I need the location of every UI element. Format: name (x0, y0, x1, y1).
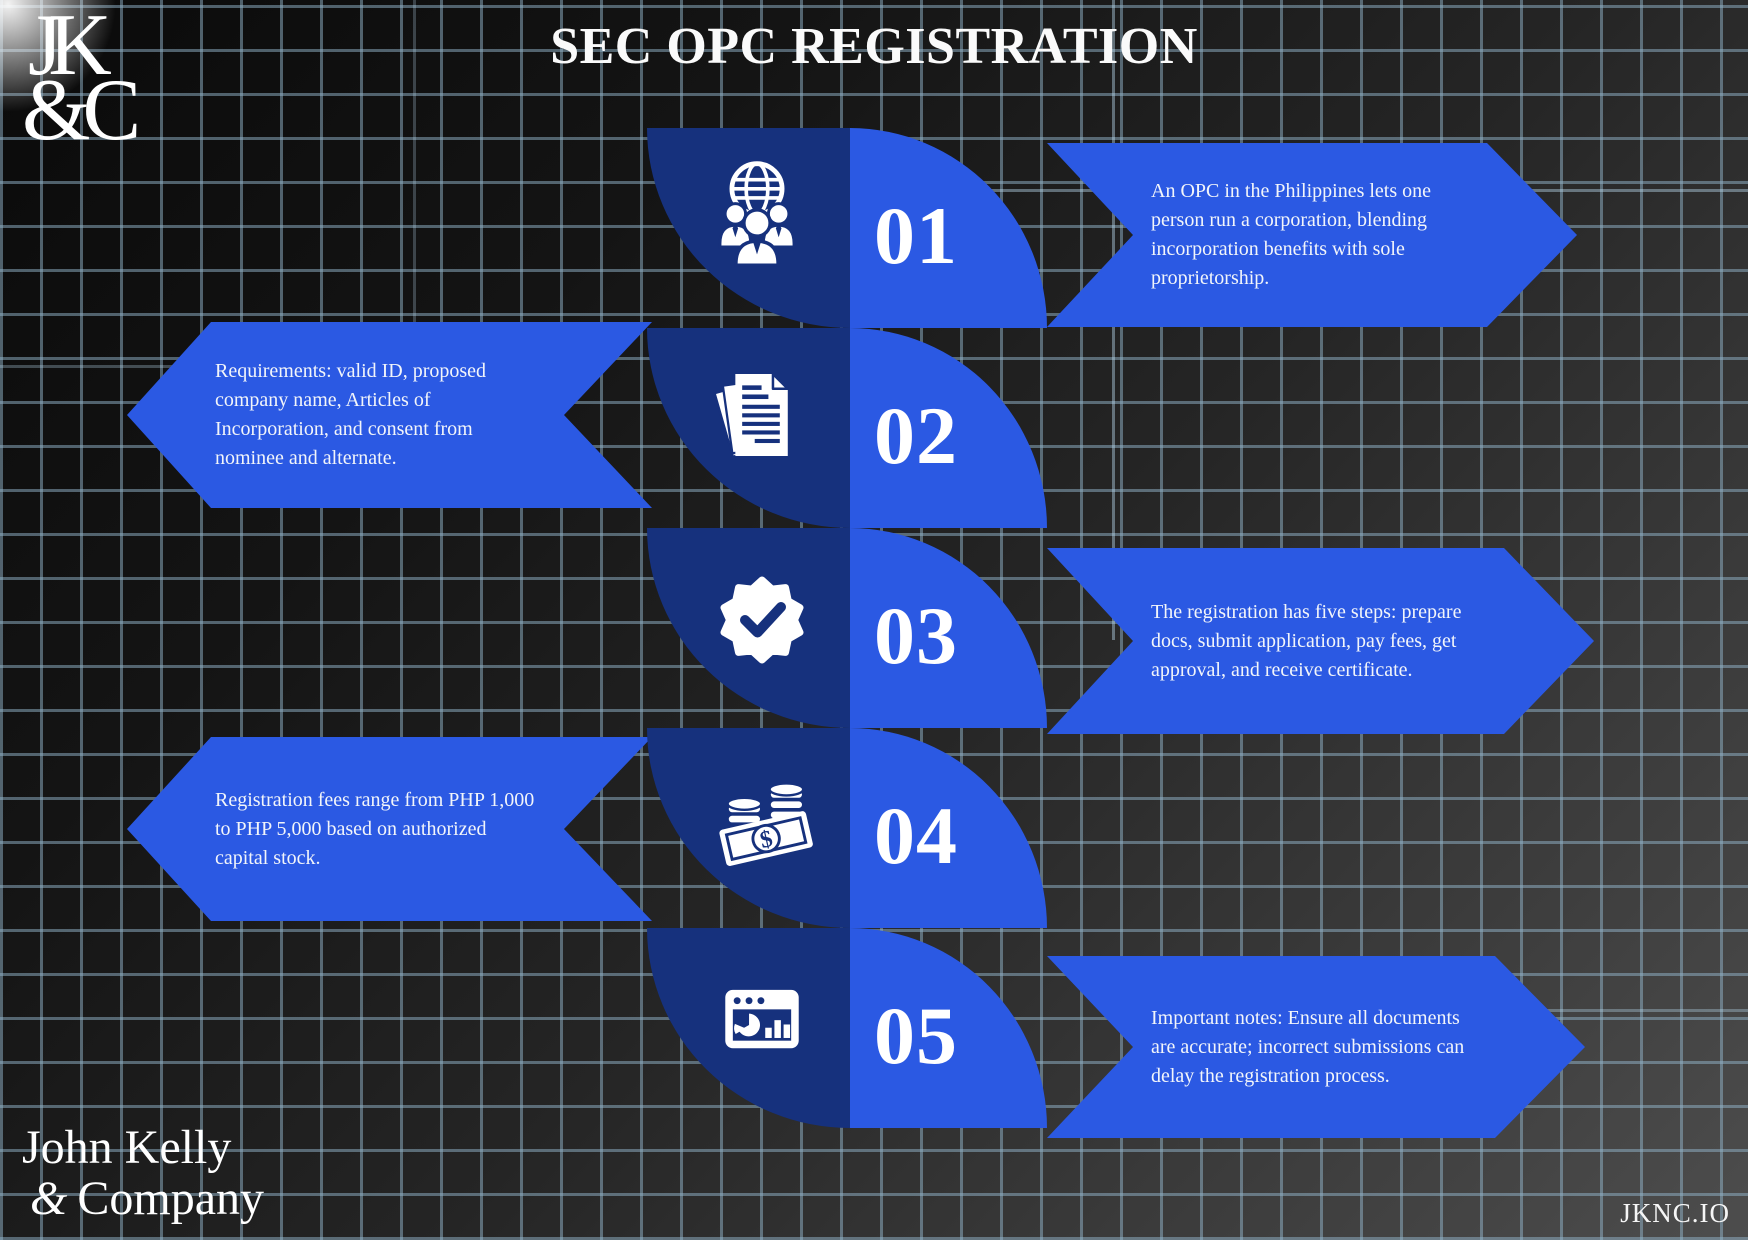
grid-highlight (413, 0, 416, 430)
brand-monogram: JK &C (22, 0, 141, 155)
website-url: JKNC.IO (1620, 1198, 1730, 1228)
step-1-number: 01 (874, 190, 958, 281)
step-4-banner: Registration fees range from PHP 1,000 t… (127, 737, 652, 921)
step-row-1: An OPC in the Philippines lets one perso… (0, 128, 1748, 328)
step-1-banner: An OPC in the Philippines lets one perso… (1047, 143, 1577, 327)
step-row-2: Requirements: valid ID, proposed company… (0, 328, 1748, 528)
step-5-description: Important notes: Ensure all documents ar… (1151, 1006, 1465, 1087)
money-icon: $ (719, 782, 813, 866)
step-3-banner: The registration has five steps: prepare… (1047, 548, 1594, 734)
step-4-description: Registration fees range from PHP 1,000 t… (215, 788, 535, 869)
monogram-top: JK (28, 0, 112, 94)
step-2-description: Requirements: valid ID, proposed company… (215, 360, 487, 469)
step-5-banner: Important notes: Ensure all documents ar… (1047, 956, 1585, 1138)
step-2-number: 02 (874, 390, 958, 481)
company-line2: &Company (30, 1173, 264, 1224)
step-row-3: The registration has five steps: prepare… (0, 528, 1748, 734)
monogram-bottom: &C (22, 62, 141, 159)
step-1-description: An OPC in the Philippines lets one perso… (1151, 180, 1431, 289)
step-5-number: 05 (874, 990, 958, 1081)
ampersand: & (30, 1172, 68, 1225)
step-3-description: The registration has five steps: prepare… (1151, 600, 1462, 681)
badge-check-icon (720, 576, 804, 664)
step-2-banner: Requirements: valid ID, proposed company… (127, 322, 652, 508)
step-3-number: 03 (874, 590, 958, 681)
page-title: SEC OPC REGISTRATION (550, 18, 1198, 75)
company-line1: John Kelly (22, 1121, 232, 1174)
company-word: Company (77, 1172, 264, 1225)
documents-icon (713, 372, 790, 459)
step-4-number: 04 (874, 790, 958, 881)
company-name: John Kelly &Company (22, 1122, 264, 1224)
svg-text:$: $ (758, 826, 776, 854)
dashboard-chart-icon (725, 989, 799, 1049)
team-globe-icon (718, 161, 796, 267)
step-row-4: Registration fees range from PHP 1,000 t… (0, 728, 1748, 928)
step-row-5: Important notes: Ensure all documents ar… (0, 928, 1748, 1138)
